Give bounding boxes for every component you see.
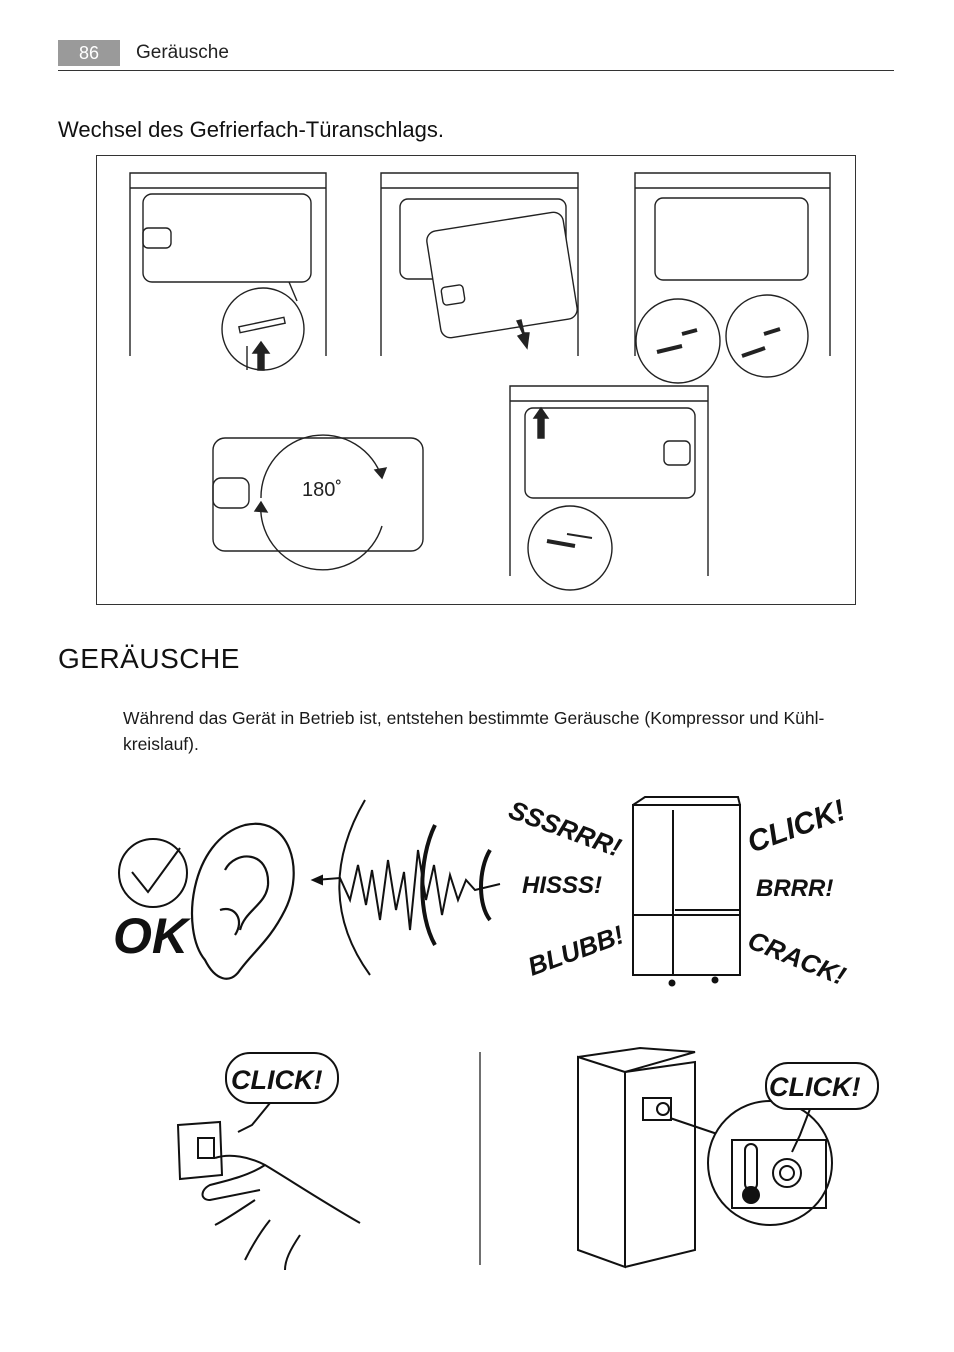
sound-label-brrr: BRRR! [756, 875, 833, 902]
panel-3-hinges [634, 172, 831, 384]
check-icon [118, 838, 188, 908]
hand-switch-icon [176, 1052, 361, 1271]
panel-2-door-out [380, 172, 579, 356]
door-reversal-heading: Wechsel des Gefrierfach-Türanschlags. [58, 117, 444, 142]
fridge-icon [632, 796, 741, 987]
sound-label-blubb: BLUBB! [524, 919, 628, 981]
noise-paragraph: Während das Gerät in Betrieb ist, entste… [123, 708, 825, 754]
sound-wave-icon [310, 799, 501, 976]
sound-label-crack: CRACK! [744, 925, 851, 991]
panel-5-reinstall-door [509, 385, 709, 591]
panel-4-rotate-door [212, 434, 424, 571]
header-divider [58, 70, 894, 71]
door-reversal-illustration: 180˚ [129, 172, 831, 591]
thermostat-fridge-icon [577, 1046, 879, 1269]
ok-label: OK [113, 908, 192, 964]
section-title: GERÄUSCHE [58, 643, 240, 674]
thermostat-click-label: CLICK! [769, 1072, 860, 1102]
sound-label-sssrrr: SSSRRR! [505, 794, 626, 862]
page-number: 86 [58, 40, 120, 66]
running-header: Geräusche [136, 42, 229, 63]
sound-label-click: CLICK! [743, 794, 850, 860]
rotation-label: 180˚ [302, 479, 342, 501]
sound-label-hisss: HISSS! [522, 872, 602, 899]
switch-click-label: CLICK! [231, 1065, 322, 1095]
noise-illustration: OK SSSRRR! HISSS! BLUBB! CLICK! BRRR! CR… [113, 794, 879, 1271]
ear-icon [190, 822, 295, 980]
panel-1-remove-door [129, 172, 327, 371]
door-reversal-figure: 180˚ [96, 155, 856, 605]
